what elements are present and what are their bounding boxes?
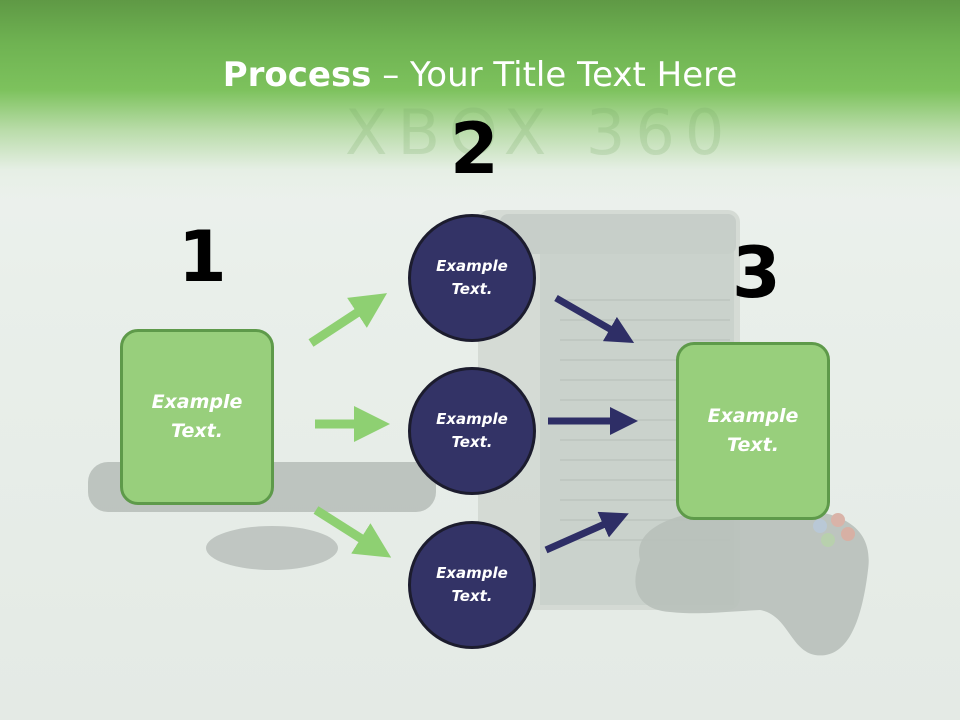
step-number-3: 3 — [732, 232, 781, 314]
circle-middle-text: Example Text. — [436, 408, 508, 454]
arrow-to-circle-top — [308, 293, 388, 347]
slide-title: Process – Your Title Text Here — [0, 52, 960, 98]
circle-top-line1: Example — [436, 257, 508, 275]
circle-top-text: Example Text. — [436, 255, 508, 301]
circle-middle-line2: Text. — [451, 433, 493, 451]
step-3-box-text: Example Text. — [708, 402, 799, 460]
step-3-text-line2: Text. — [727, 434, 779, 456]
step-1-box-text: Example Text. — [152, 388, 243, 446]
circle-bottom-line2: Text. — [451, 587, 493, 605]
step-3-text-line1: Example — [707, 405, 799, 427]
step-3-box: Example Text. — [676, 342, 830, 520]
circle-middle: Example Text. — [408, 367, 536, 495]
circle-bottom-text: Example Text. — [436, 562, 508, 608]
step-1-text-line2: Text. — [171, 420, 223, 442]
circle-middle-line1: Example — [436, 410, 508, 428]
circle-bottom: Example Text. — [408, 521, 536, 649]
circle-top: Example Text. — [408, 214, 536, 342]
step-number-2: 2 — [450, 108, 499, 190]
title-rest: – Your Title Text Here — [371, 55, 738, 95]
circle-bottom-line1: Example — [436, 564, 508, 582]
header-band — [0, 0, 960, 200]
brand-watermark: XBOX 360 — [345, 96, 735, 156]
arrow-to-circle-bottom — [313, 506, 392, 558]
arrow-from-circle-bottom — [544, 511, 629, 554]
title-bold: Process — [222, 55, 372, 95]
step-number-1: 1 — [178, 216, 227, 298]
arrow-from-circle-top — [554, 294, 635, 343]
circle-top-line2: Text. — [451, 280, 493, 298]
step-1-box: Example Text. — [120, 329, 274, 505]
step-1-text-line1: Example — [151, 391, 243, 413]
